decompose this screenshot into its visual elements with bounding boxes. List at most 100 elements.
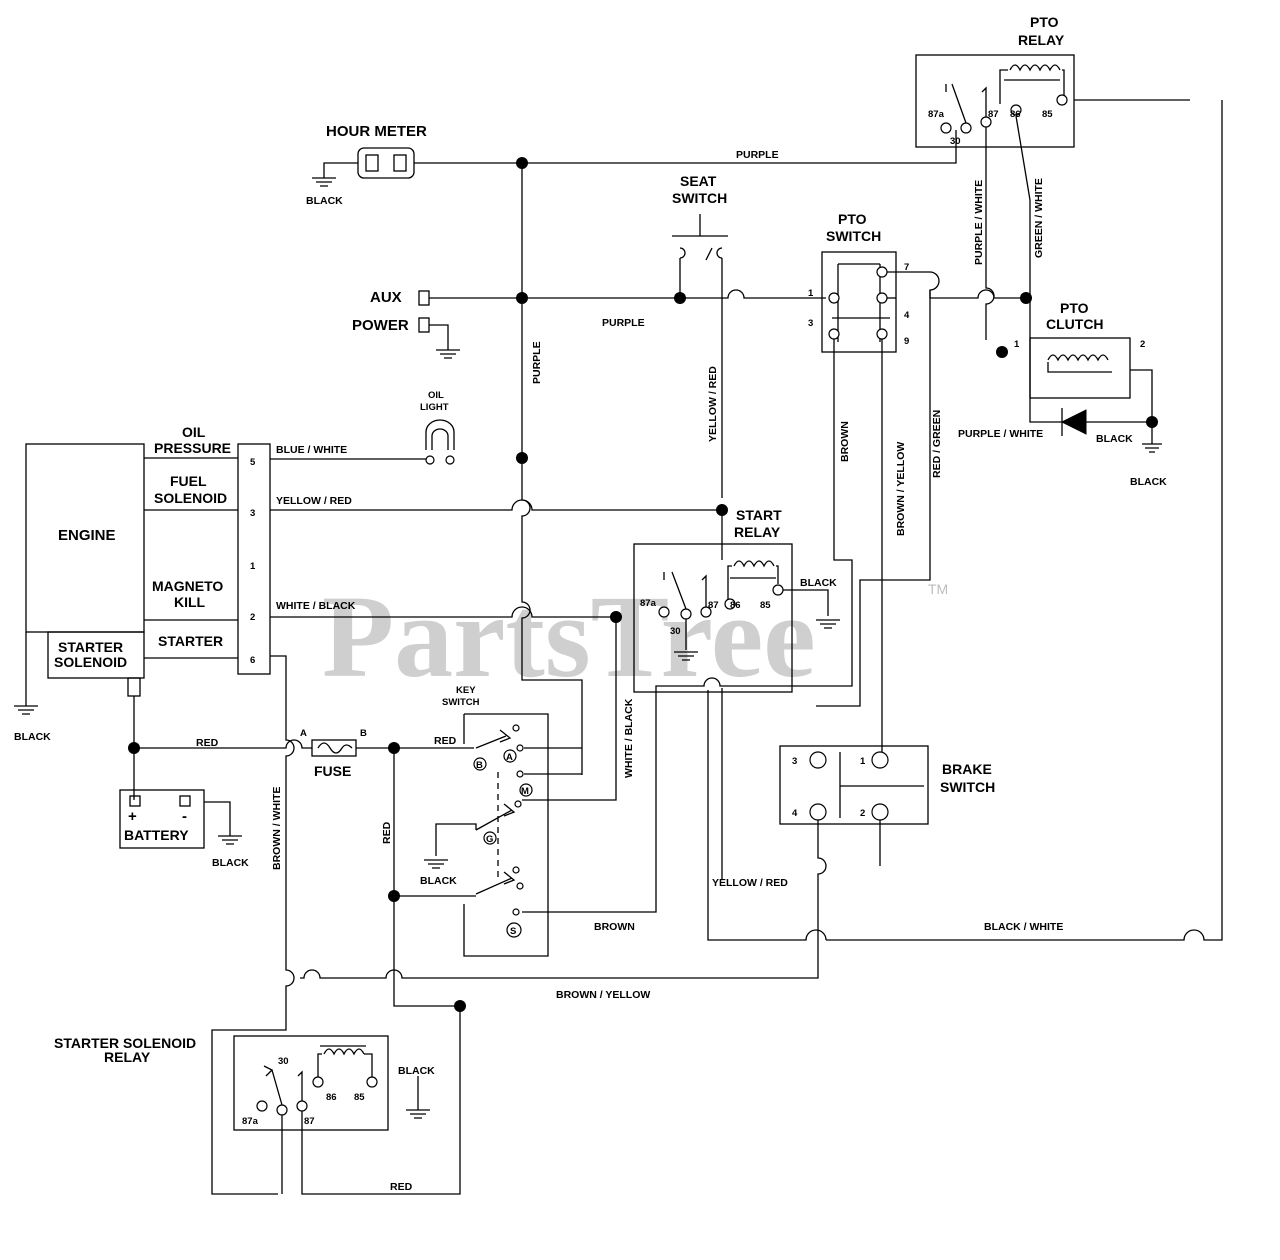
wire-label-brown-white-v: BROWN / WHITE xyxy=(271,787,283,870)
hour-meter-label: HOUR METER xyxy=(326,123,427,140)
svg-text:6: 6 xyxy=(250,655,255,666)
wire-label-red-battery: RED xyxy=(196,737,219,749)
svg-text:-: - xyxy=(182,808,187,825)
svg-text:87a: 87a xyxy=(242,1116,259,1127)
svg-text:87a: 87a xyxy=(928,109,945,120)
svg-text:LIGHT: LIGHT xyxy=(420,402,449,413)
wire-label-purple-top: PURPLE xyxy=(736,149,779,161)
wire-label-yellow-red-v: YELLOW / RED xyxy=(707,366,719,442)
start-relay: START RELAY 87a 30 87 86 85 xyxy=(633,507,793,693)
key-switch: KEY SWITCH A B M G S xyxy=(442,685,549,957)
oil-light: OIL LIGHT xyxy=(420,390,455,465)
svg-text:86: 86 xyxy=(1010,109,1021,120)
svg-text:SOLENOID: SOLENOID xyxy=(54,654,127,670)
svg-text:M: M xyxy=(521,786,529,797)
svg-text:3: 3 xyxy=(808,318,813,329)
svg-text:A: A xyxy=(506,752,513,763)
pto-relay: PTO RELAY 87a 30 87 86 85 xyxy=(915,14,1190,148)
svg-text:30: 30 xyxy=(278,1056,289,1067)
svg-text:85: 85 xyxy=(1042,109,1053,120)
wire-label-black-engine: BLACK xyxy=(14,731,51,743)
hour-meter: HOUR METER BLACK xyxy=(306,123,427,207)
svg-text:2: 2 xyxy=(860,808,865,819)
pto-clutch-label-2: CLUTCH xyxy=(1046,316,1104,332)
seat-switch: SEAT SWITCH xyxy=(672,173,728,498)
pto-switch: PTO SWITCH 1 3 7 4 9 xyxy=(808,211,910,353)
pto-relay-label-1: PTO xyxy=(1030,14,1059,30)
starter-solenoid-relay: STARTER SOLENOID RELAY 30 86 85 87a 87 xyxy=(54,1035,389,1131)
svg-text:1: 1 xyxy=(1014,339,1020,350)
svg-text:3: 3 xyxy=(792,756,797,767)
svg-text:86: 86 xyxy=(326,1092,337,1103)
wire-label-black-hour: BLACK xyxy=(306,195,343,207)
wire-label-purple-mid: PURPLE xyxy=(602,317,645,329)
svg-text:SWITCH: SWITCH xyxy=(940,779,995,795)
wire-label-black-clutch: BLACK xyxy=(1096,433,1133,445)
wire-label-red-green-v: RED / GREEN xyxy=(931,410,943,478)
battery: + - BATTERY xyxy=(119,789,205,849)
wire-label-yellow-red-bottom: YELLOW / RED xyxy=(712,877,788,889)
wire-label-red-bottom: RED xyxy=(390,1181,413,1193)
svg-text:9: 9 xyxy=(904,336,909,347)
svg-text:A: A xyxy=(300,728,307,739)
wire-label-white-black-v: WHITE / BLACK xyxy=(623,698,635,778)
svg-text:SOLENOID: SOLENOID xyxy=(154,490,227,506)
svg-text:4: 4 xyxy=(904,310,910,321)
junction-dots xyxy=(128,157,1158,1012)
watermark: PartsTree xyxy=(322,571,816,702)
engine: ENGINE STARTER SOLENOID BLACK OIL PRESSU… xyxy=(14,424,271,743)
svg-text:STARTER: STARTER xyxy=(58,639,123,655)
wire-label-brown-yellow-v: BROWN / YELLOW xyxy=(895,442,907,536)
battery-label: BATTERY xyxy=(124,827,189,843)
seat-switch-label-2: SWITCH xyxy=(672,190,727,206)
svg-text:4: 4 xyxy=(792,808,798,819)
svg-text:OIL: OIL xyxy=(182,424,206,440)
svg-text:5: 5 xyxy=(250,457,256,468)
fuse: A B FUSE xyxy=(300,728,367,779)
seat-switch-label-1: SEAT xyxy=(680,173,717,189)
wire-label-purple-white-v: PURPLE / WHITE xyxy=(973,180,985,265)
svg-text:86: 86 xyxy=(730,600,741,611)
wire-label-brown-key: BROWN xyxy=(594,921,635,933)
svg-text:FUEL: FUEL xyxy=(170,473,207,489)
pto-relay-label-2: RELAY xyxy=(1018,32,1065,48)
wire-label-black-battery: BLACK xyxy=(212,857,249,869)
svg-text:SWITCH: SWITCH xyxy=(442,697,480,708)
brake-switch: 3 1 4 2 BRAKE SWITCH xyxy=(779,745,995,825)
wire-label-brown-v: BROWN xyxy=(839,421,851,462)
wire-label-blue-white: BLUE / WHITE xyxy=(276,444,347,456)
svg-text:2: 2 xyxy=(1140,339,1145,350)
svg-text:OIL: OIL xyxy=(428,390,444,401)
svg-text:85: 85 xyxy=(354,1092,365,1103)
svg-text:B: B xyxy=(360,728,367,739)
svg-text:KILL: KILL xyxy=(174,594,206,610)
wire-label-black-key: BLACK xyxy=(420,875,457,887)
wire-label-purple-vert: PURPLE xyxy=(531,341,543,384)
pto-clutch-label-1: PTO xyxy=(1060,300,1089,316)
svg-text:RELAY: RELAY xyxy=(104,1049,151,1065)
svg-text:30: 30 xyxy=(670,626,681,637)
pto-switch-label-2: SWITCH xyxy=(826,228,881,244)
svg-text:+: + xyxy=(128,808,137,825)
svg-text:1: 1 xyxy=(250,561,256,572)
svg-text:G: G xyxy=(486,834,493,845)
svg-text:7: 7 xyxy=(904,262,909,273)
svg-text:87: 87 xyxy=(304,1116,315,1127)
svg-text:BRAKE: BRAKE xyxy=(942,761,992,777)
wire-label-black-white: BLACK / WHITE xyxy=(984,921,1063,933)
wire-label-white-black-h: WHITE / BLACK xyxy=(276,600,356,612)
svg-text:KEY: KEY xyxy=(456,685,476,696)
wire-label-black-ssr: BLACK xyxy=(398,1065,435,1077)
wire-label-green-white-v: GREEN / WHITE xyxy=(1033,178,1045,258)
svg-text:30: 30 xyxy=(950,136,961,147)
aux-label: AUX xyxy=(370,289,402,306)
svg-text:85: 85 xyxy=(760,600,771,611)
svg-text:RELAY: RELAY xyxy=(734,524,781,540)
svg-text:1: 1 xyxy=(860,756,866,767)
engine-label: ENGINE xyxy=(58,527,116,544)
svg-text:87: 87 xyxy=(988,109,999,120)
wire-label-yellow-red-h: YELLOW / RED xyxy=(276,495,352,507)
svg-text:STARTER: STARTER xyxy=(158,633,223,649)
wire-label-purple-white-h: PURPLE / WHITE xyxy=(958,428,1043,440)
